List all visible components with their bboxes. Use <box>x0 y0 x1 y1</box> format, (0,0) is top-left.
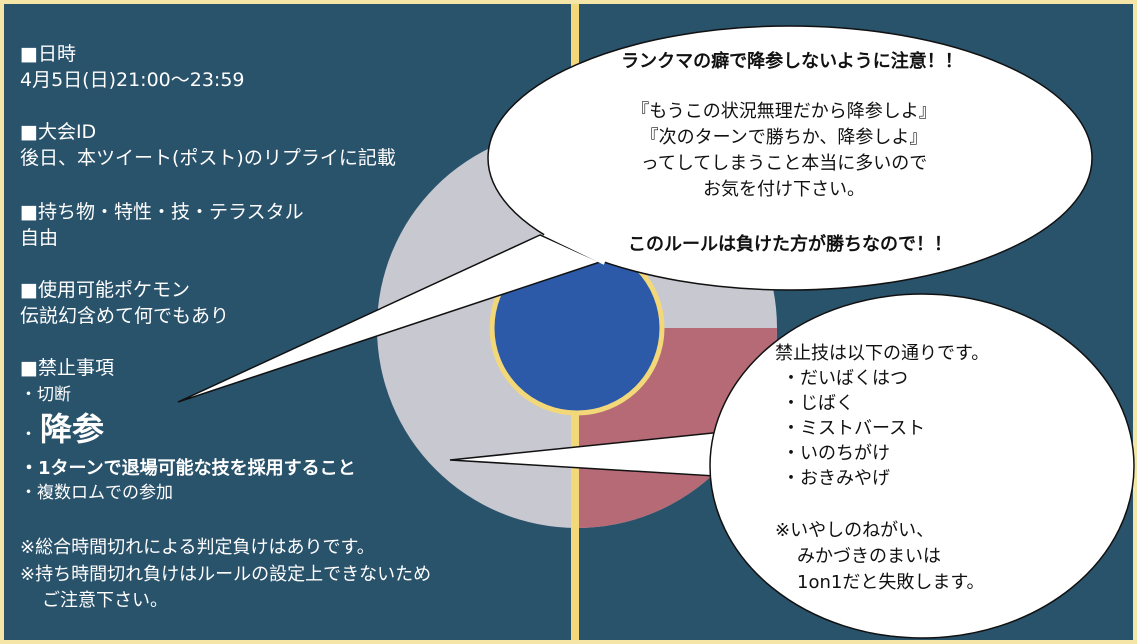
moves-note-2: みかづきのまいは <box>797 546 941 567</box>
pokemon-value: 伝説幻含めて何でもあり <box>20 305 229 327</box>
warning-quote-1: 『もうこの状況無理だから降参しよ』 <box>631 101 936 122</box>
datetime-value: 4月5日(日)21:00～23:59 <box>20 69 245 91</box>
ban-item-surrender: 降参 <box>40 410 104 448</box>
warning-text-1: ってしてしまうこと本当に多いので <box>641 153 928 174</box>
banned-moves-intro: 禁止技は以下の通りです。 <box>775 343 989 364</box>
ban-item-multi-rom: ・複数ロムでの参加 <box>20 483 173 503</box>
banned-move-explosion: ・だいばくはつ <box>782 368 908 389</box>
warning-text-2: お気を付け下さい。 <box>703 179 865 200</box>
note-overall-time: ※総合時間切れによる判定負けはありです。 <box>20 537 375 558</box>
banned-move-final-gambit: ・いのちがけ <box>782 443 890 464</box>
ban-item-disconnect: ・切断 <box>20 385 71 405</box>
ban-heading: ■禁止事項 <box>20 357 114 379</box>
note-caution: ご注意下さい。 <box>42 590 168 611</box>
warning-closing: このルールは負けた方が勝ちなので！！ <box>628 233 952 255</box>
speech-bubble-top <box>177 25 1093 403</box>
banned-move-memento: ・おきみやげ <box>782 468 890 489</box>
warning-headline: ランクマの癖で降参しないように注意！！ <box>621 50 963 72</box>
moves-note-3: 1on1だと失敗します。 <box>797 572 985 593</box>
tournament-id-heading: ■大会ID <box>20 121 96 143</box>
ban-item-self-ko-moves: ・1ターンで退場可能な技を採用すること <box>20 457 356 479</box>
moves-note-1: ※いやしのねがい、 <box>775 520 934 541</box>
items-heading: ■持ち物・特性・技・テラスタル <box>20 201 304 223</box>
warning-quote-2: 『次のターンで勝ちか、降参しよ』 <box>641 127 928 148</box>
note-time-limit: ※持ち時間切れ負けはルールの設定上できないため <box>20 564 431 585</box>
datetime-heading: ■日時 <box>20 43 76 65</box>
banned-move-misty-explosion: ・ミストバースト <box>782 418 925 439</box>
banned-move-self-destruct: ・じばく <box>782 393 854 414</box>
pokemon-heading: ■使用可能ポケモン <box>20 279 190 301</box>
speech-bubble-right <box>449 293 1135 639</box>
ban-item-dot: ・ <box>20 425 37 445</box>
tournament-id-value: 後日、本ツイート(ポスト)のリプライに記載 <box>20 147 396 169</box>
items-value: 自由 <box>20 227 58 249</box>
